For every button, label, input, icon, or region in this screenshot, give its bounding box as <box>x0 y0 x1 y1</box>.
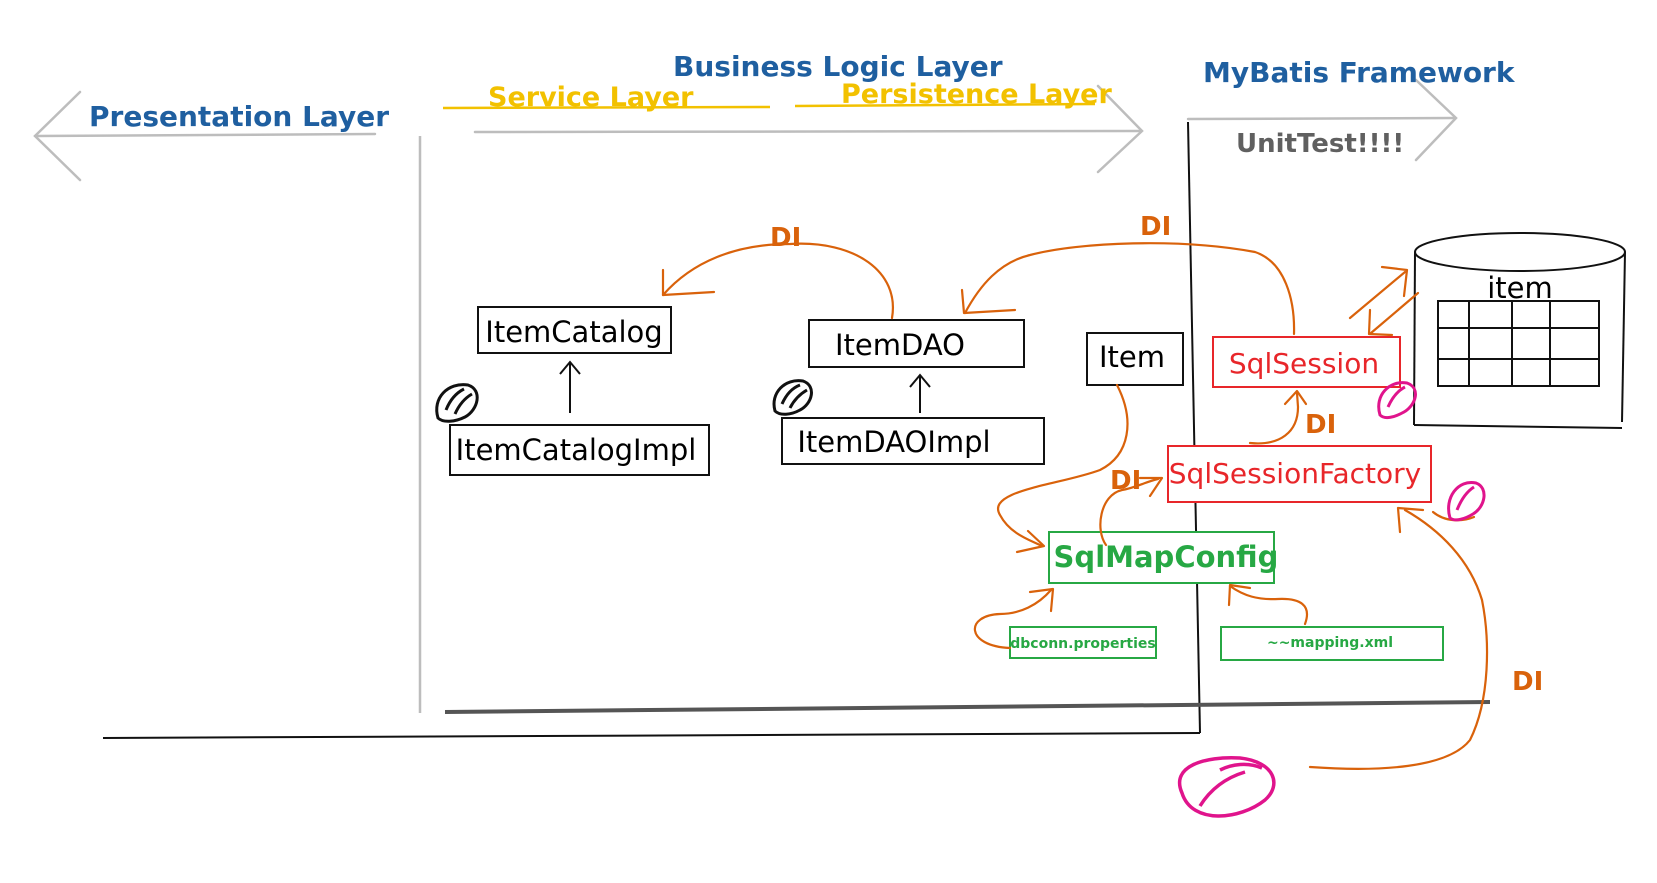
di-label: DI <box>1305 410 1336 440</box>
di-arrow-factory-to-session <box>1248 389 1308 445</box>
item-dao-box: ItemDAO <box>808 319 1025 368</box>
session-db-arrows <box>1348 265 1420 337</box>
item-catalog-label: ItemCatalog <box>485 315 662 349</box>
di-label: DI <box>1512 667 1543 697</box>
dbconn-to-mapconfig-arrow <box>973 587 1055 650</box>
di-arrow-item-to-mapconfig <box>996 383 1129 554</box>
mybatis-layer-arrow <box>1186 78 1458 162</box>
item-dao-label: ItemDAO <box>835 328 965 362</box>
dbconn-properties-label: dbconn.properties <box>1010 636 1156 652</box>
business-logic-layer-title: Business Logic Layer <box>673 50 1003 83</box>
item-dao-impl-label: ItemDAOImpl <box>797 425 990 459</box>
di-arrow-test-to-factory <box>1308 506 1489 770</box>
database-table-grid <box>1437 300 1600 387</box>
service-layer-title: Service Layer <box>488 82 694 113</box>
layer-divider-mybatis <box>1187 121 1201 734</box>
persistence-layer-title: Persistence Layer <box>841 79 1112 110</box>
item-catalog-box: ItemCatalog <box>477 306 672 354</box>
sql-session-factory-label: SqlSessionFactory <box>1169 457 1421 490</box>
dbconn-properties-box: dbconn.properties <box>1009 626 1157 659</box>
di-label: DI <box>770 223 801 253</box>
sql-session-label: SqlSession <box>1229 347 1379 380</box>
catalog-impl-to-interface-arrow <box>559 360 581 413</box>
sql-session-factory-box: SqlSessionFactory <box>1167 445 1432 503</box>
item-dao-impl-box: ItemDAOImpl <box>781 417 1045 465</box>
di-label: DI <box>1140 212 1171 242</box>
mybatis-framework-title: MyBatis Framework <box>1203 56 1516 89</box>
business-layer-arrow <box>473 84 1144 174</box>
di-arrow-mapconfig-to-factory <box>1099 476 1164 547</box>
persistence-layer-underline <box>794 102 1096 108</box>
di-arrow-session-to-dao <box>960 242 1296 336</box>
sql-map-config-box: SqlMapConfig <box>1048 531 1279 584</box>
presentation-layer-title: Presentation Layer <box>89 100 389 133</box>
mapping-xml-box: ~~mapping.xml <box>1220 626 1444 661</box>
item-box: Item <box>1086 332 1184 386</box>
bean-mark-magenta-icon <box>1447 481 1486 522</box>
unittest-label: UnitTest!!!! <box>1236 129 1404 159</box>
bean-mark-icon <box>435 383 479 423</box>
sql-session-box: SqlSession <box>1212 336 1401 388</box>
bean-mark-icon <box>772 379 813 416</box>
mapping-xml-label: ~~mapping.xml <box>1267 635 1393 651</box>
bottom-line-grey <box>444 700 1491 714</box>
item-catalog-impl-label: ItemCatalogImpl <box>456 433 697 467</box>
di-arrow-dao-to-catalog <box>661 242 895 320</box>
bean-mark-magenta-icon <box>1377 381 1417 420</box>
database-table-name: item <box>1487 271 1553 305</box>
presentation-layer-arrow <box>33 90 377 182</box>
service-layer-underline <box>442 105 771 110</box>
sql-map-config-label: SqlMapConfig <box>1054 540 1279 574</box>
bottom-line-black <box>102 732 1201 739</box>
test-bean-magenta-icon <box>1178 756 1276 818</box>
item-catalog-impl-box: ItemCatalogImpl <box>449 424 710 476</box>
mapping-to-mapconfig-arrow <box>1227 583 1308 626</box>
database-cylinder-icon <box>1413 232 1626 429</box>
dao-impl-to-interface-arrow <box>909 373 931 413</box>
di-label: DI <box>1110 466 1141 496</box>
item-label: Item <box>1099 340 1165 374</box>
